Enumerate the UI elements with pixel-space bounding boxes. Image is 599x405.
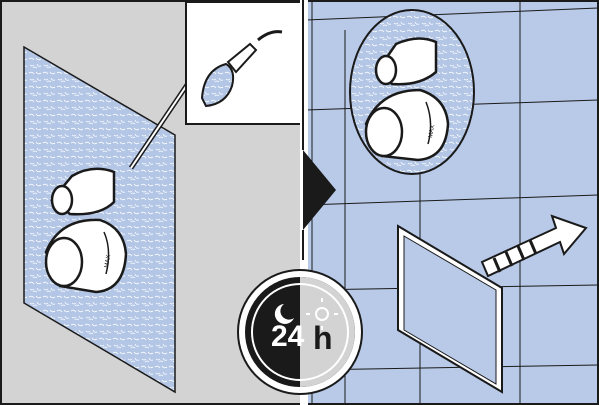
- valve-cone: [50, 167, 116, 216]
- cover-plate: [397, 224, 503, 394]
- valve-dome: MAX: [364, 88, 450, 162]
- valve-cone: [374, 37, 438, 86]
- left-panel: MAX: [0, 0, 304, 405]
- cure-hours-unit: h: [313, 320, 333, 356]
- sun-icon: [306, 298, 338, 330]
- valve-dome: MAX: [44, 218, 128, 294]
- moon-icon: [274, 304, 294, 324]
- trowel-icon: [200, 30, 283, 108]
- push-arrow-icon: [480, 214, 588, 278]
- cure-time-badge: [237, 269, 363, 395]
- step-arrow-icon: [300, 0, 336, 405]
- svg-text:MAX: MAX: [104, 254, 112, 268]
- trowel-inset: [185, 1, 303, 125]
- cure-hours-number: 24: [271, 320, 305, 353]
- svg-text:MAX: MAX: [428, 124, 436, 138]
